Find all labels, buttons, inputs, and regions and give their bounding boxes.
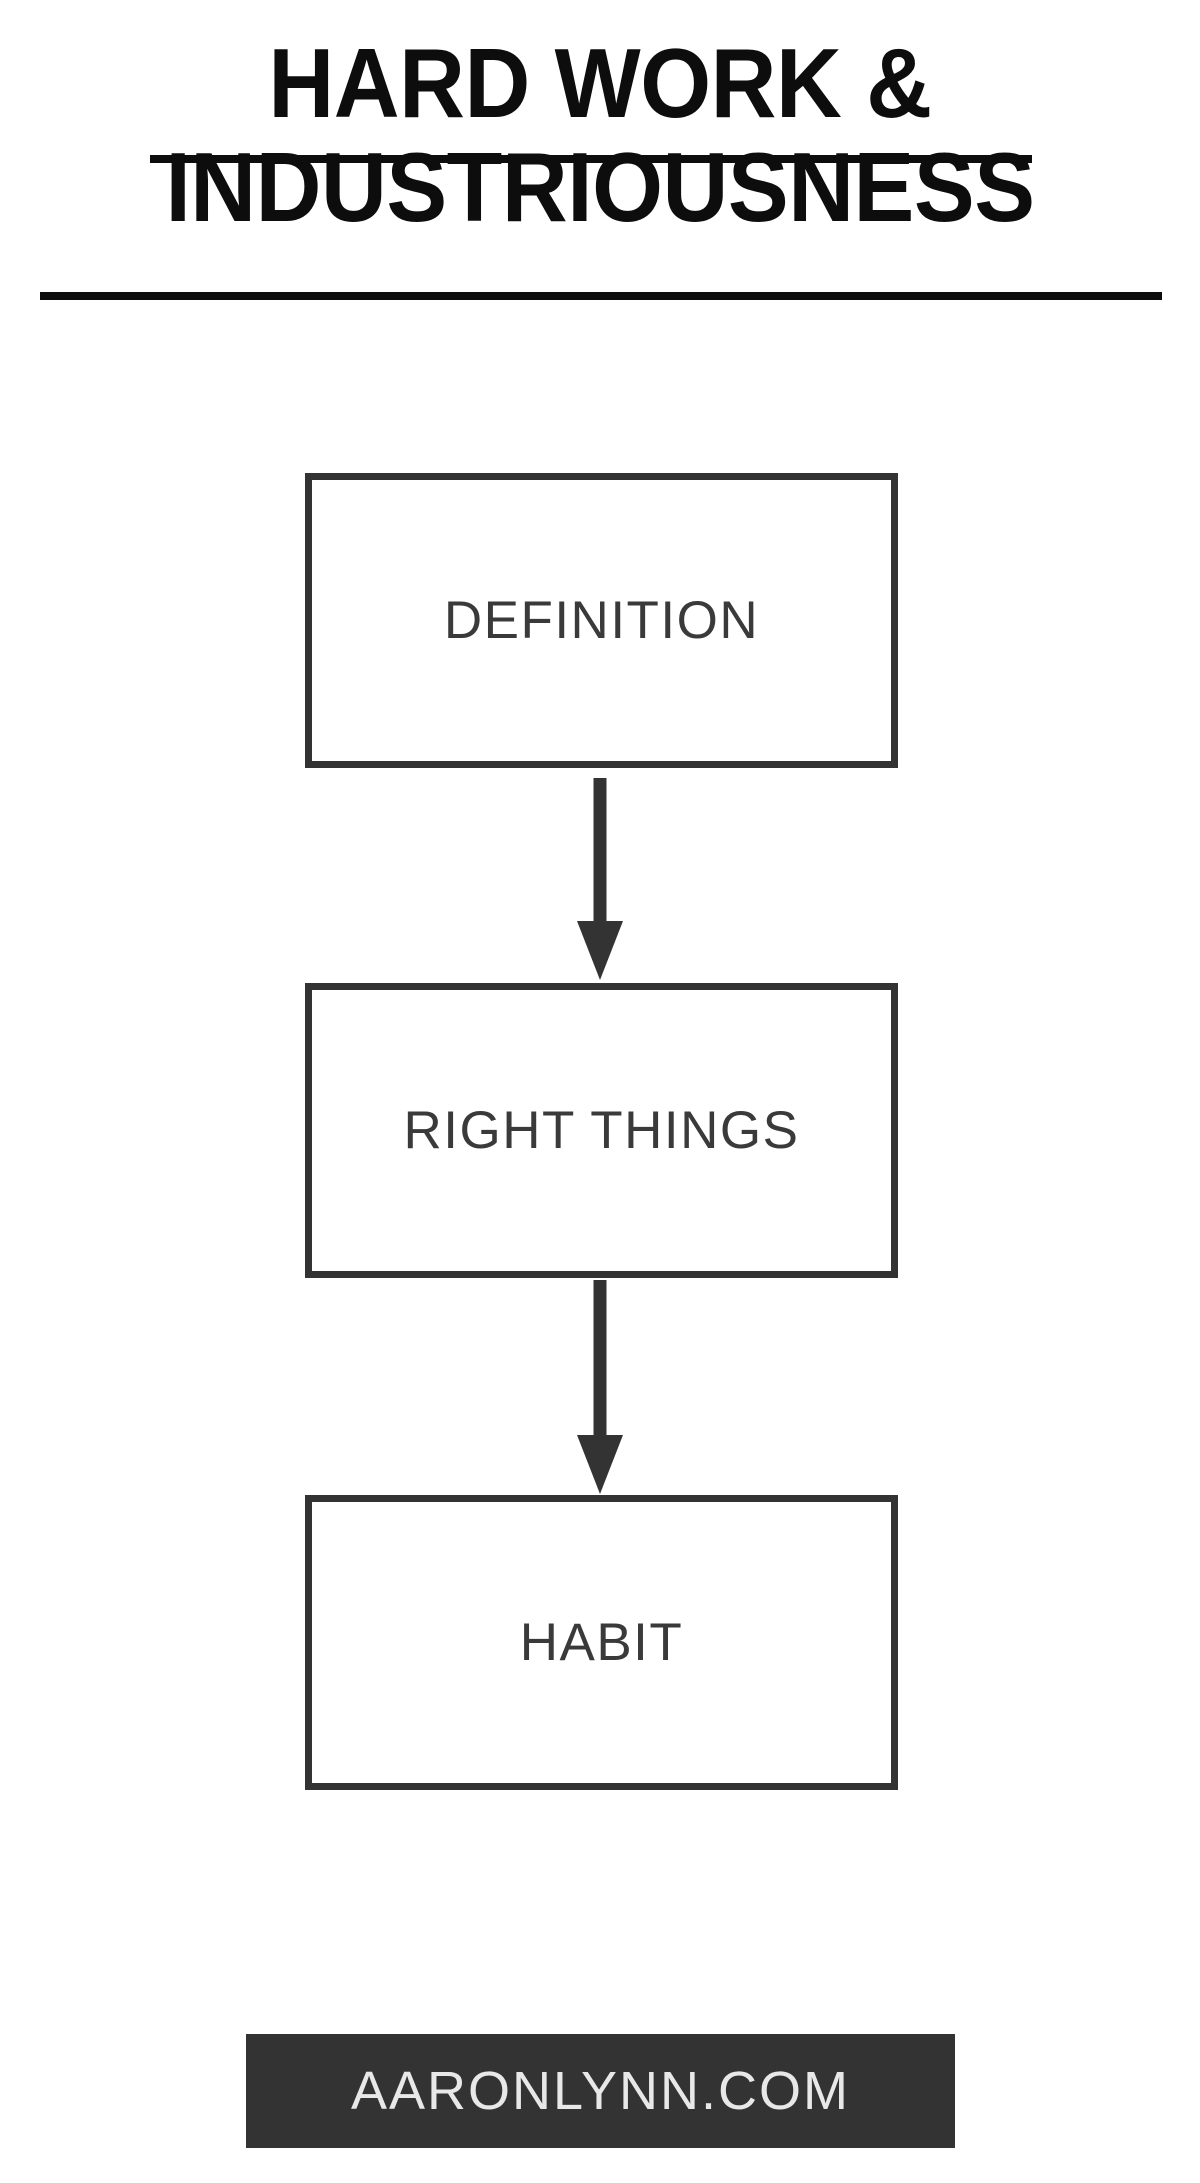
footer-banner[interactable]: AARONLYNN.COM: [246, 2034, 955, 2148]
footer-website-label: AARONLYNN.COM: [350, 2061, 851, 2121]
page-title-line-1: HARD WORK &: [268, 28, 932, 138]
page-title-line-2: INDUSTRIOUSNESS: [165, 132, 1035, 242]
flow-node-habit[interactable]: HABIT: [305, 1495, 898, 1790]
arrow-down-icon-right-things-to-habit: [577, 1280, 623, 1494]
flow-node-definition[interactable]: DEFINITION: [305, 473, 898, 768]
page-title-underline-2: [40, 292, 1162, 300]
flow-node-right-things[interactable]: RIGHT THINGS: [305, 983, 898, 1278]
flow-node-label: RIGHT THINGS: [403, 1101, 800, 1160]
flow-node-label: HABIT: [519, 1613, 684, 1672]
arrow-down-icon-definition-to-right-things: [577, 778, 623, 980]
flow-node-label: DEFINITION: [443, 591, 760, 650]
page-title-underline-1: [150, 155, 1032, 163]
